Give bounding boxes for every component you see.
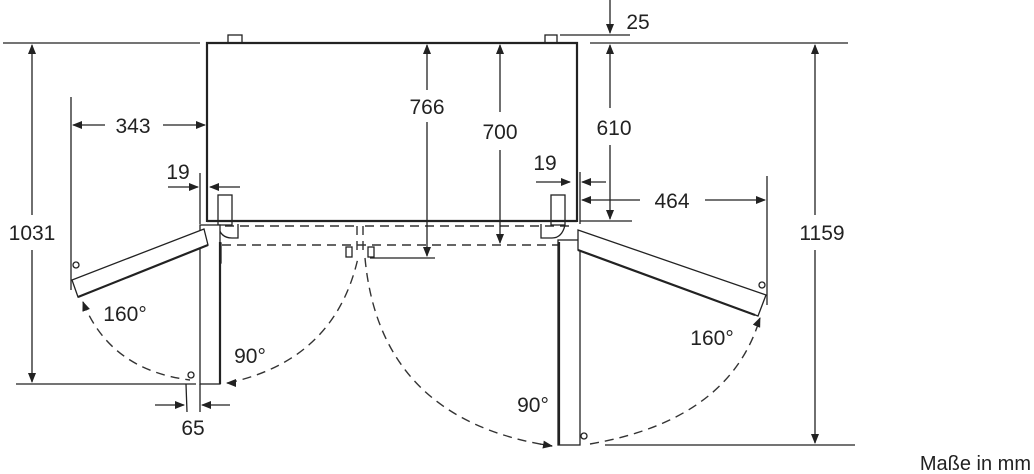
dim-464-label: 464 (654, 190, 689, 213)
right-door-90 (557, 239, 588, 446)
dim-65-label: 65 (181, 417, 204, 440)
angle-90-right-label: 90° (517, 394, 549, 417)
dim-1031-label: 1031 (9, 222, 56, 245)
dim-610-label: 610 (596, 117, 631, 140)
right-door-160 (577, 229, 767, 317)
dim-766-label: 766 (409, 96, 444, 119)
dim-343-label: 343 (115, 115, 150, 138)
dim-1159-label: 1159 (799, 222, 844, 245)
left-door-90 (187, 224, 222, 385)
dim-19-left-label: 19 (166, 161, 189, 184)
angle-160-right-label: 160° (690, 327, 733, 350)
left-door-160 (71, 228, 209, 299)
swing-arcs (82, 257, 761, 449)
dimension-lines (3, 0, 855, 446)
dim-19-right-label: 19 (533, 152, 556, 175)
unit-label: Maße in mm (920, 453, 1031, 474)
angle-160-left-label: 160° (103, 303, 146, 326)
dim-25-label: 25 (626, 11, 649, 34)
cabinet-outline (205, 34, 579, 258)
angle-90-left-label: 90° (234, 345, 266, 368)
dim-700-label: 700 (482, 121, 517, 144)
